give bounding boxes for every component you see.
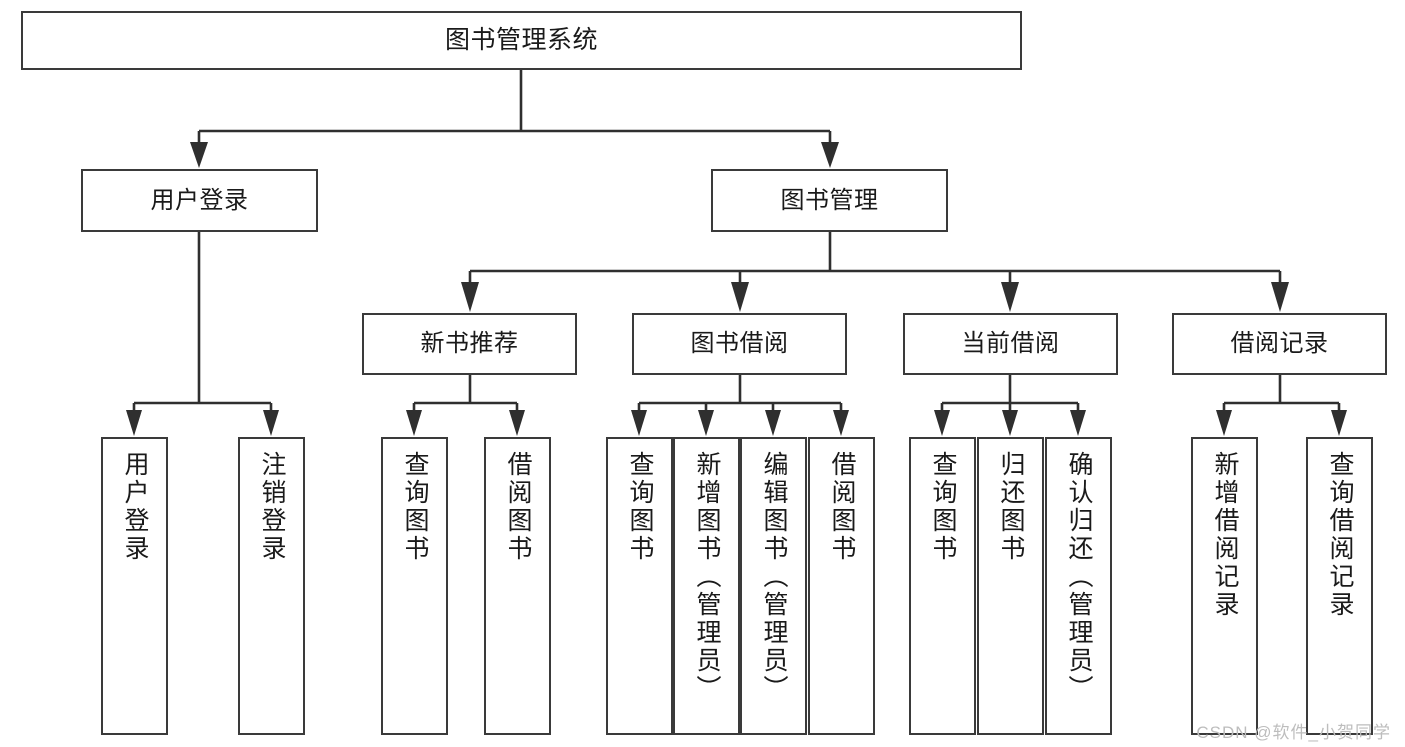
node-leaf-query-book-2-label: 查询图书 <box>626 451 654 563</box>
arrow-leaf-query-book-3 <box>934 410 950 436</box>
node-leaf-confirm-return[interactable]: 确认归还（管理员） <box>1045 437 1112 735</box>
node-leaf-query-record-label: 查询借阅记录 <box>1326 451 1354 619</box>
node-leaf-confirm-return-label: 确认归还（管理员） <box>1065 451 1093 703</box>
node-leaf-return-book-label: 归还图书 <box>997 451 1025 563</box>
node-new-book-recommend[interactable]: 新书推荐 <box>362 313 577 375</box>
node-leaf-query-book-3-label: 查询图书 <box>929 451 957 563</box>
node-new-book-recommend-label: 新书推荐 <box>420 330 519 358</box>
arrow-leaf-query-record <box>1331 410 1347 436</box>
node-leaf-logout-label: 注销登录 <box>258 451 286 563</box>
node-leaf-user-login-label: 用户登录 <box>121 451 149 563</box>
node-borrow-record[interactable]: 借阅记录 <box>1172 313 1387 375</box>
node-leaf-borrow-book-1-label: 借阅图书 <box>504 451 532 563</box>
arrow-leaf-query-book-2 <box>631 410 647 436</box>
arrow-user-login <box>190 142 208 168</box>
node-book-manage-label: 图书管理 <box>780 186 879 214</box>
arrow-new-book-recommend <box>461 282 479 312</box>
node-leaf-edit-book[interactable]: 编辑图书（管理员） <box>740 437 807 735</box>
arrow-borrow-record <box>1271 282 1289 312</box>
node-leaf-return-book[interactable]: 归还图书 <box>977 437 1044 735</box>
arrow-leaf-return-book <box>1002 410 1018 436</box>
node-leaf-borrow-book-2[interactable]: 借阅图书 <box>808 437 875 735</box>
node-user-login-label: 用户登录 <box>150 186 249 214</box>
node-leaf-add-book-label: 新增图书（管理员） <box>693 451 721 703</box>
node-current-borrow-label: 当前借阅 <box>961 330 1060 358</box>
node-leaf-logout[interactable]: 注销登录 <box>238 437 305 735</box>
node-leaf-add-book[interactable]: 新增图书（管理员） <box>673 437 740 735</box>
watermark-text: CSDN @软件_小贺同学 <box>1196 723 1391 742</box>
arrow-leaf-borrow-book-2 <box>833 410 849 436</box>
arrow-leaf-logout <box>263 410 279 436</box>
node-book-manage[interactable]: 图书管理 <box>711 169 948 232</box>
node-book-borrow[interactable]: 图书借阅 <box>632 313 847 375</box>
arrow-book-manage <box>821 142 839 168</box>
arrow-book-borrow <box>731 282 749 312</box>
node-leaf-add-record-label: 新增借阅记录 <box>1211 451 1239 619</box>
node-leaf-borrow-book-2-label: 借阅图书 <box>828 451 856 563</box>
node-leaf-query-book-3[interactable]: 查询图书 <box>909 437 976 735</box>
arrow-leaf-query-book-1 <box>406 410 422 436</box>
arrow-leaf-add-book <box>698 410 714 436</box>
arrow-leaf-user-login <box>126 410 142 436</box>
arrow-leaf-add-record <box>1216 410 1232 436</box>
node-leaf-edit-book-label: 编辑图书（管理员） <box>760 451 788 703</box>
arrow-current-borrow <box>1001 282 1019 312</box>
node-book-borrow-label: 图书借阅 <box>690 330 789 358</box>
node-borrow-record-label: 借阅记录 <box>1230 330 1329 358</box>
node-leaf-query-book-2[interactable]: 查询图书 <box>606 437 673 735</box>
node-user-login[interactable]: 用户登录 <box>81 169 318 232</box>
node-root[interactable]: 图书管理系统 <box>21 11 1022 70</box>
arrow-leaf-confirm-return <box>1070 410 1086 436</box>
node-current-borrow[interactable]: 当前借阅 <box>903 313 1118 375</box>
node-leaf-query-book-1[interactable]: 查询图书 <box>381 437 448 735</box>
node-leaf-borrow-book-1[interactable]: 借阅图书 <box>484 437 551 735</box>
node-root-label: 图书管理系统 <box>444 26 598 55</box>
node-leaf-query-record[interactable]: 查询借阅记录 <box>1306 437 1373 735</box>
node-leaf-add-record[interactable]: 新增借阅记录 <box>1191 437 1258 735</box>
arrow-leaf-borrow-book-1 <box>509 410 525 436</box>
arrow-leaf-edit-book <box>765 410 781 436</box>
node-leaf-user-login[interactable]: 用户登录 <box>101 437 168 735</box>
node-leaf-query-book-1-label: 查询图书 <box>401 451 429 563</box>
